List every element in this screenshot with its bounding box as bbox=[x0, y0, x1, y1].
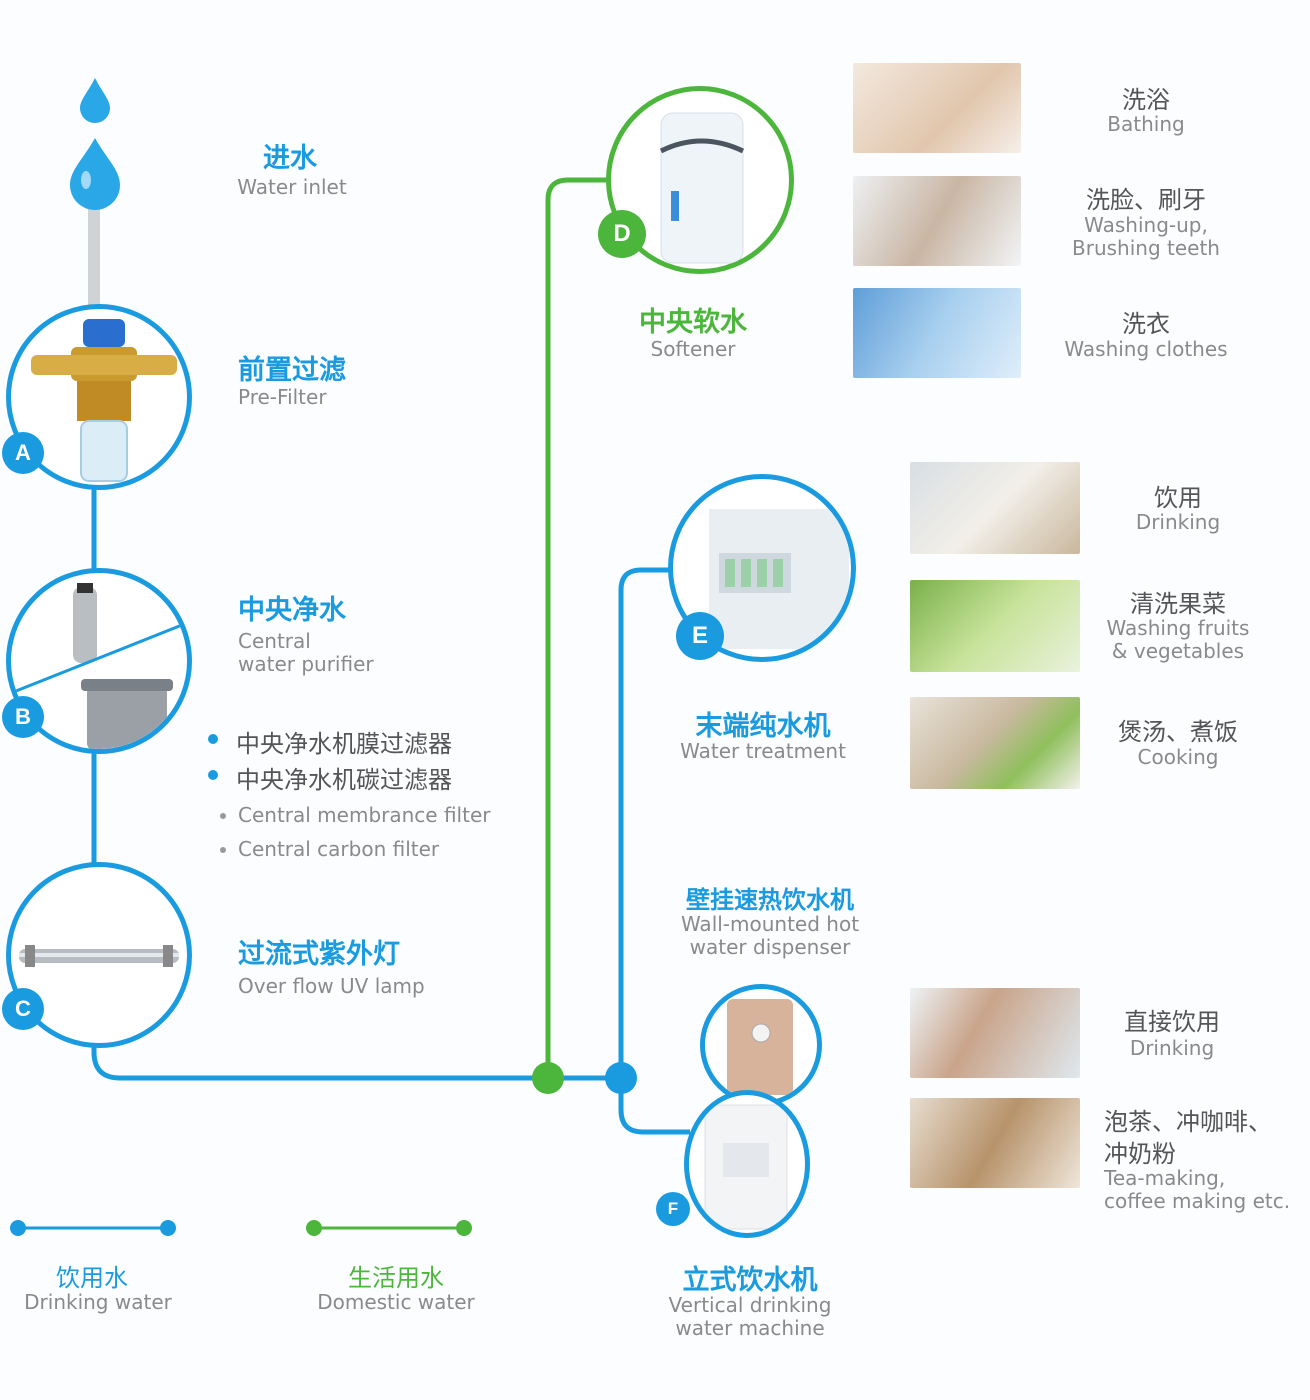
pipe-softener bbox=[545, 177, 610, 1078]
washing-fruits-en-2: & vegetables bbox=[1111, 639, 1245, 663]
washing-clothes-cn: 洗衣 bbox=[1122, 310, 1170, 338]
wall-dispenser-circle bbox=[700, 984, 822, 1106]
drinking-en: Drinking bbox=[1135, 510, 1221, 534]
vertical-machine-subtitle-2: water machine bbox=[675, 1316, 825, 1340]
bullet-carbon-cn: 中央净水机碳过滤器 bbox=[236, 766, 452, 794]
drinking-cn: 饮用 bbox=[1154, 484, 1202, 512]
washing-up-cn: 洗脸、刷牙 bbox=[1086, 186, 1206, 214]
uv-lamp-circle bbox=[6, 862, 192, 1048]
direct-drinking-photo bbox=[910, 988, 1080, 1078]
vertical-machine-image bbox=[704, 1104, 788, 1230]
pipe-c-main bbox=[91, 1040, 620, 1081]
inlet-subtitle: Water inlet bbox=[237, 175, 347, 199]
washing-up-en-2: Brushing teeth bbox=[1072, 236, 1220, 260]
tea-making-en-1: Tea-making, bbox=[1104, 1166, 1226, 1190]
wall-dispenser-title: 壁挂速热饮水机 bbox=[686, 886, 854, 914]
badge-f: F bbox=[656, 1192, 690, 1226]
green-junction-node bbox=[532, 1062, 564, 1094]
tea-making-en-2: coffee making etc. bbox=[1104, 1189, 1291, 1213]
central-purifier-image bbox=[11, 583, 187, 749]
washing-fruits-cn: 清洗果菜 bbox=[1130, 590, 1226, 618]
legend-drinking-en: Drinking water bbox=[24, 1290, 172, 1314]
washing-fruits-en-1: Washing fruits bbox=[1106, 616, 1250, 640]
central-purifier-subtitle-2: water purifier bbox=[238, 652, 374, 676]
washing-clothes-en: Washing clothes bbox=[1064, 337, 1228, 361]
cooking-en: Cooking bbox=[1137, 745, 1219, 769]
bullet-dot bbox=[208, 734, 218, 744]
vertical-machine-title: 立式饮水机 bbox=[682, 1265, 818, 1296]
wall-dispenser-subtitle-1: Wall-mounted hot bbox=[680, 912, 860, 936]
softener-image bbox=[659, 112, 745, 264]
tea-making-photo bbox=[910, 1098, 1080, 1188]
badge-b: B bbox=[2, 696, 44, 738]
water-treatment-title: 末端纯水机 bbox=[695, 711, 831, 742]
direct-drinking-en: Drinking bbox=[1129, 1036, 1215, 1060]
badge-c: C bbox=[2, 988, 44, 1030]
uv-lamp-image bbox=[19, 945, 179, 967]
wall-dispenser-image bbox=[727, 999, 793, 1095]
direct-drinking-cn: 直接饮用 bbox=[1124, 1008, 1220, 1036]
bullet-carbon-en: Central carbon filter bbox=[238, 837, 440, 861]
drinking-photo bbox=[910, 462, 1080, 554]
prefilter-subtitle: Pre-Filter bbox=[238, 385, 327, 409]
water-treatment-subtitle: Water treatment bbox=[680, 739, 846, 763]
bullet-dot-small bbox=[220, 813, 226, 819]
central-purifier-subtitle-1: Central bbox=[238, 629, 311, 653]
vertical-machine-circle bbox=[684, 1090, 810, 1238]
bathing-en: Bathing bbox=[1107, 112, 1185, 136]
cooking-photo bbox=[910, 697, 1080, 789]
badge-e: E bbox=[676, 612, 724, 660]
central-purifier-title: 中央净水 bbox=[238, 595, 346, 626]
inlet-pipe bbox=[88, 200, 100, 310]
bathing-photo bbox=[853, 63, 1021, 153]
pipe-vertical bbox=[618, 1078, 690, 1135]
blue-junction-node bbox=[605, 1062, 637, 1094]
tea-making-cn-1: 泡茶、冲咖啡、 bbox=[1104, 1108, 1272, 1136]
water-treatment-image bbox=[709, 509, 849, 649]
prefilter-image bbox=[31, 319, 177, 482]
legend-domestic-en: Domestic water bbox=[317, 1290, 475, 1314]
softener-title: 中央软水 bbox=[639, 307, 747, 338]
cooking-cn: 煲汤、煮饭 bbox=[1118, 718, 1238, 746]
prefilter-title: 前置过滤 bbox=[238, 355, 346, 386]
bullet-dot-small bbox=[220, 847, 226, 853]
badge-a: A bbox=[2, 432, 44, 474]
uv-lamp-subtitle: Over flow UV lamp bbox=[238, 974, 425, 998]
uv-lamp-title: 过流式紫外灯 bbox=[238, 939, 400, 970]
legend-drinking-cn: 饮用水 bbox=[56, 1264, 128, 1292]
small-water-drop-icon bbox=[80, 78, 110, 123]
softener-subtitle: Softener bbox=[650, 337, 736, 361]
vertical-machine-subtitle-1: Vertical drinking bbox=[668, 1293, 832, 1317]
water-treatment-circle bbox=[668, 474, 856, 662]
washing-fruits-photo bbox=[910, 580, 1080, 672]
large-water-drop-icon bbox=[70, 138, 120, 210]
tea-making-cn-2: 冲奶粉 bbox=[1104, 1140, 1176, 1168]
washing-up-en-1: Washing-up, bbox=[1084, 213, 1208, 237]
washing-clothes-photo bbox=[853, 288, 1021, 378]
bathing-cn: 洗浴 bbox=[1122, 86, 1170, 114]
badge-d: D bbox=[598, 210, 646, 258]
legend-domestic-cn: 生活用水 bbox=[348, 1264, 444, 1292]
wall-dispenser-subtitle-2: water dispenser bbox=[689, 935, 851, 959]
bullet-membrane-en: Central membrance filter bbox=[238, 803, 491, 827]
bullet-dot bbox=[208, 770, 218, 780]
washing-up-photo bbox=[853, 176, 1021, 266]
inlet-title: 进水 bbox=[263, 143, 317, 174]
pipe-treatment bbox=[618, 567, 670, 1078]
bullet-membrane-cn: 中央净水机膜过滤器 bbox=[236, 730, 452, 758]
